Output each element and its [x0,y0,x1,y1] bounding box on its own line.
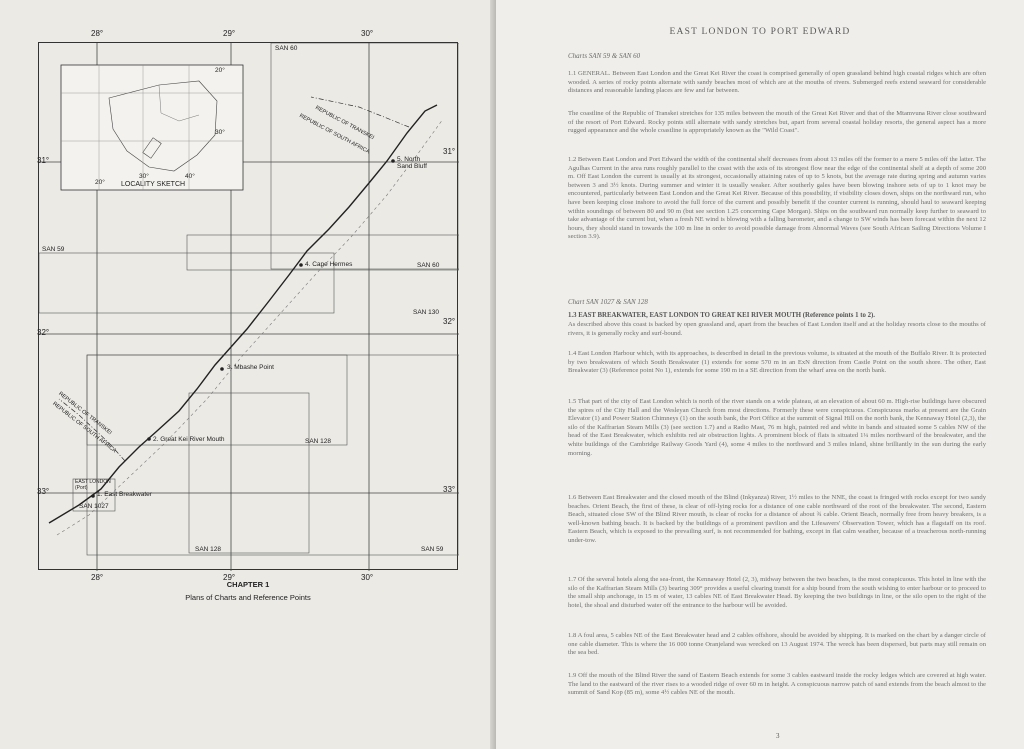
chart-label: SAN 60 [275,45,298,52]
east-london-label: EAST LONDON (Port) [75,479,111,491]
inset-degree: 40° [185,173,195,180]
right-degree-33: 33° [443,485,456,494]
inset-degree: 30° [215,129,225,136]
bottom-degree-28: 28° [91,573,104,582]
page-number: 3 [776,732,780,740]
chart-index-map: 28° 29° 30° 28° 29° 30° 31° 32° 33° 31° … [37,29,459,582]
ref-label-mbashe-point: 3. Mbashe Point [227,364,274,371]
ref-point-2 [147,437,151,441]
left-degree-31: 31° [37,156,50,165]
chapter-caption-subtitle: Plans of Charts and Reference Points [185,593,311,602]
ref-label-cape-hermes: 4. Cape Hermes [305,261,353,268]
paragraph-1-6: 1.6 Between East Breakwater and the clos… [568,494,986,544]
bottom-degree-29: 29° [223,573,236,582]
right-degree-32: 32° [443,317,456,326]
heading-1-3: 1.3 EAST BREAKWATER, EAST LONDON TO GREA… [568,312,875,319]
chart-label: SAN 59 [42,246,65,253]
ref-label-great-kei: 2. Great Kei River Mouth [153,436,225,443]
right-degree-31: 31° [443,147,456,156]
chart-label: SAN 128 [195,546,222,553]
left-degree-33: 33° [37,487,50,496]
inset-degree: 20° [95,179,105,186]
paragraph-1-3: As described above this coast is backed … [568,321,986,337]
chart-label: SAN 130 [413,309,440,316]
top-degree-30: 30° [361,29,374,38]
paragraph-1-4: 1.4 East London Harbour which, with its … [568,350,986,375]
chart-label: SAN 60 [417,262,440,269]
left-page: 28° 29° 30° 28° 29° 30° 31° 32° 33° 31° … [0,0,496,749]
paragraph-1-9: 1.9 Off the mouth of the Blind River the… [568,672,986,697]
paragraph-1-5: 1.5 That part of the city of East London… [568,398,986,457]
left-degree-32: 32° [37,328,50,337]
inset-degree: 30° [139,173,149,180]
map-lines [39,43,459,571]
paragraph-1-1: 1.1 GENERAL. Between East London and the… [568,70,986,95]
inset-degree: 20° [215,67,225,74]
top-degree-29: 29° [223,29,236,38]
inset-title: LOCALITY SKETCH [121,181,186,188]
ref-point-3 [220,367,224,371]
paragraph-1-8: 1.8 A foul area, 5 cables NE of the East… [568,632,986,657]
charts-subheading-2: Chart SAN 1027 & SAN 128 [568,298,648,306]
chapter-caption-title: CHAPTER 1 [226,580,270,589]
ref-point-1 [91,494,95,498]
ref-point-4 [299,263,303,267]
bottom-degree-30: 30° [361,573,374,582]
ref-label-north-sand-bluff: 5. North Sand Bluff [397,156,427,170]
ref-label-east-breakwater: 1. East Breakwater [97,491,152,498]
charts-subheading-1: Charts SAN 59 & SAN 60 [568,52,641,60]
top-degree-28: 28° [91,29,104,38]
right-page: EAST LONDON TO PORT EDWARD [496,0,1024,749]
running-head: EAST LONDON TO PORT EDWARD [669,27,851,37]
ref-point-5 [391,159,395,163]
paragraph-1-1b: The coastline of the Republic of Transke… [568,110,986,135]
paragraph-1-7: 1.7 Of the several hotels along the sea-… [568,576,986,609]
chart-label: SAN 59 [421,546,444,553]
chart-label: SAN 1027 [79,503,109,510]
paragraph-1-2: 1.2 Between East London and Port Edward … [568,156,986,241]
chart-label: SAN 128 [305,438,332,445]
